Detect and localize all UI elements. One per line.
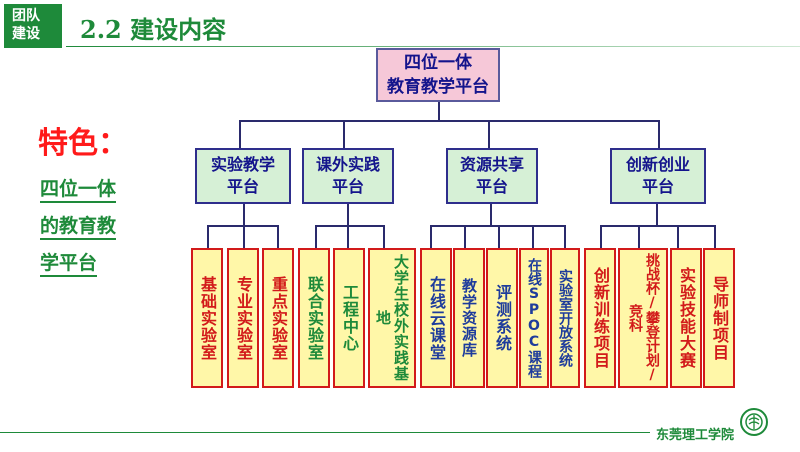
leaf-item: 工程中心: [333, 248, 365, 388]
leaf-item: 大学生校外实践基地: [368, 248, 416, 388]
school-logo: [740, 408, 768, 436]
title-divider: [66, 46, 800, 47]
feature-heading: 特色：: [38, 126, 128, 161]
leaf-item: 在线SPOC课程: [519, 248, 549, 388]
platform-node-3: 资源共享 平台: [446, 148, 538, 204]
leaf-item: 专业实验室: [227, 248, 259, 388]
section-tag-line-2: 建设: [12, 26, 40, 42]
platform-4-line-1: 创新创业: [625, 155, 690, 174]
leaf-item: 评测系统: [486, 248, 518, 388]
root-node: 四位一体 教育教学平台: [376, 48, 500, 102]
platform-3-line-2: 平台: [475, 177, 508, 196]
section-tag: 团队 建设: [4, 4, 62, 48]
platform-node-4: 创新创业 平台: [610, 148, 706, 204]
footer-divider: [0, 432, 650, 433]
school-name: 东莞理工学院: [656, 428, 735, 443]
school-emblem-icon: [745, 413, 763, 431]
root-line-1: 四位一体: [404, 53, 472, 73]
leaf-item: 基础实验室: [191, 248, 223, 388]
leaf-item: 实验室开放系统: [550, 248, 580, 388]
leaf-item: 实验技能大赛: [670, 248, 702, 388]
platform-node-2: 课外实践 平台: [302, 148, 394, 204]
platform-3-line-1: 资源共享: [459, 155, 524, 174]
leaf-item: 挑战杯/攀登计划/竞科: [618, 248, 668, 388]
platform-node-1: 实验教学 平台: [195, 148, 291, 204]
platform-2-line-1: 课外实践: [315, 155, 380, 174]
platform-1-line-2: 平台: [226, 177, 259, 196]
platform-4-line-2: 平台: [641, 177, 674, 196]
feature-line-2: 的教育教: [40, 215, 117, 240]
feature-line-3: 学平台: [40, 252, 98, 277]
leaf-item: 在线云课堂: [420, 248, 452, 388]
leaf-item: 联合实验室: [298, 248, 330, 388]
page-title: 2.2 建设内容: [80, 15, 227, 44]
platform-1-line-1: 实验教学: [210, 155, 275, 174]
section-tag-line-1: 团队: [12, 8, 40, 24]
leaf-item: 导师制项目: [703, 248, 735, 388]
leaf-item: 教学资源库: [453, 248, 485, 388]
feature-line-1: 四位一体: [40, 178, 117, 203]
root-line-2: 教育教学平台: [387, 77, 489, 97]
leaf-item: 创新训练项目: [584, 248, 616, 388]
platform-2-line-2: 平台: [331, 177, 364, 196]
leaf-item: 重点实验室: [262, 248, 294, 388]
